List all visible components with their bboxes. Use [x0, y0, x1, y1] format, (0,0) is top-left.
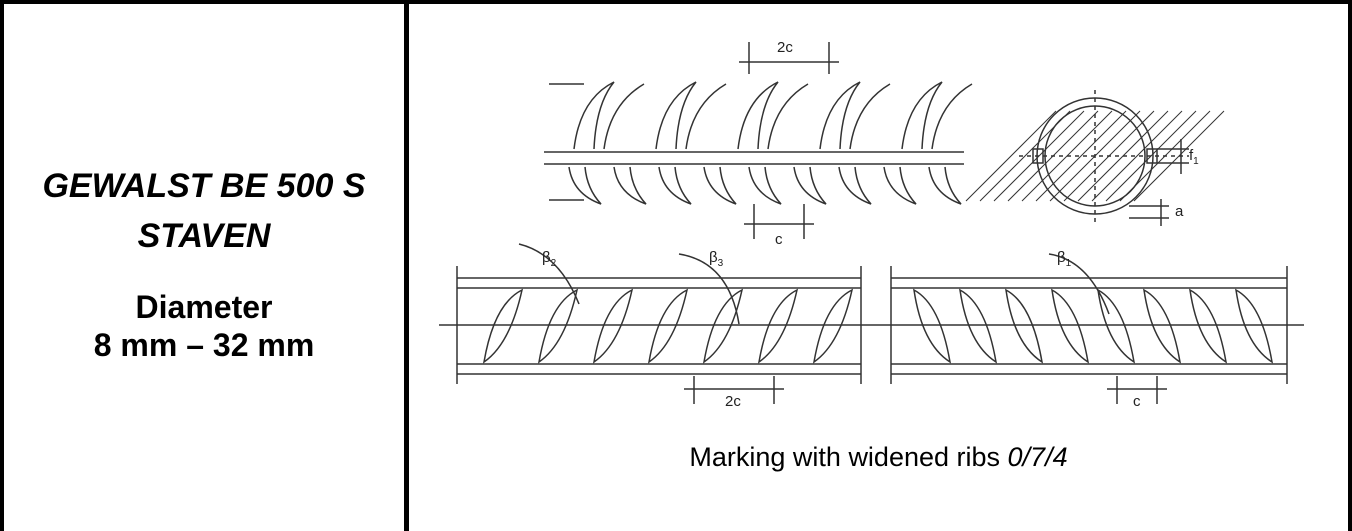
section-rib-right [1146, 148, 1158, 164]
lower-rib [613, 166, 647, 205]
hatch-line [979, 110, 1071, 202]
lower-rib [793, 166, 827, 205]
lower-rib [703, 166, 737, 205]
upper-rib [819, 81, 861, 150]
label-beta3: β3 [709, 249, 724, 270]
lower-rib [928, 166, 962, 205]
angle-arc-beta3 [678, 253, 740, 325]
hatch-line [1091, 110, 1183, 202]
section-rib-left [1032, 148, 1044, 164]
lower-transverse-ribs [568, 166, 962, 205]
label-bottom-c: c [775, 231, 783, 248]
left-rib [592, 288, 634, 364]
hatch-line [1035, 110, 1127, 202]
label-beta1: β1 [1057, 249, 1072, 270]
right-rib [1235, 288, 1274, 364]
right-rib [913, 288, 952, 364]
bar-developed-view-right [879, 253, 1304, 404]
rebar-diagram-panel: 2c c f1 a β2 β3 β1 2c c Marking with wid… [409, 4, 1348, 531]
diameter-range: 8 mm – 32 mm [93, 327, 315, 363]
caption-marking-code: 0/7/4 [1007, 442, 1068, 472]
product-info-panel: GEWALST BE 500 S STAVEN Diameter 8 mm – … [4, 4, 404, 531]
right-rib [959, 288, 998, 364]
right-view-ribs [913, 288, 1274, 364]
lower-rib [748, 166, 782, 205]
upper-rib [655, 81, 697, 150]
upper-rib-edge [767, 83, 809, 150]
label-right-c: c [1133, 393, 1141, 410]
rebar-technical-drawing [439, 42, 1304, 404]
label-a: a [1175, 203, 1184, 220]
lower-rib [838, 166, 872, 205]
left-rib [537, 288, 579, 364]
left-rib [812, 288, 854, 364]
left-rib [757, 288, 799, 364]
left-view-ribs [482, 288, 854, 364]
diagram-caption: Marking with widened ribs 0/7/4 [409, 441, 1348, 473]
label-beta2: β2 [542, 249, 557, 270]
left-rib [482, 288, 524, 364]
right-rib [1051, 288, 1090, 364]
label-f1: f1 [1189, 147, 1199, 168]
right-rib [1005, 288, 1044, 364]
right-rib [1143, 288, 1182, 364]
right-rib [1097, 288, 1136, 364]
upper-rib-edge [931, 83, 973, 150]
angle-arc-beta2 [518, 243, 580, 305]
left-rib [702, 288, 744, 364]
lower-rib [883, 166, 917, 205]
bar-3d-view [544, 42, 973, 239]
bar-cross-section [965, 90, 1225, 226]
upper-rib [737, 81, 779, 150]
label-left-2c: 2c [725, 393, 741, 410]
upper-rib-edge [685, 83, 727, 150]
upper-rib-edge [849, 83, 891, 150]
diameter-label: Diameter [135, 289, 273, 325]
product-form: STAVEN [137, 217, 271, 255]
caption-text: Marking with widened ribs [689, 442, 1008, 472]
lower-rib [658, 166, 692, 205]
left-rib [647, 288, 689, 364]
lower-rib [568, 166, 602, 205]
product-title: GEWALST BE 500 S [42, 167, 366, 205]
hatch-line [965, 110, 1057, 202]
upper-rib-edge [603, 83, 645, 150]
angle-arc-beta1 [1048, 253, 1110, 315]
bar-developed-view-left [439, 243, 879, 404]
upper-rib [901, 81, 943, 150]
upper-transverse-ribs [573, 81, 973, 150]
upper-rib [573, 81, 615, 150]
column-divider [404, 0, 409, 531]
right-rib [1189, 288, 1228, 364]
label-top-2c: 2c [777, 39, 793, 56]
